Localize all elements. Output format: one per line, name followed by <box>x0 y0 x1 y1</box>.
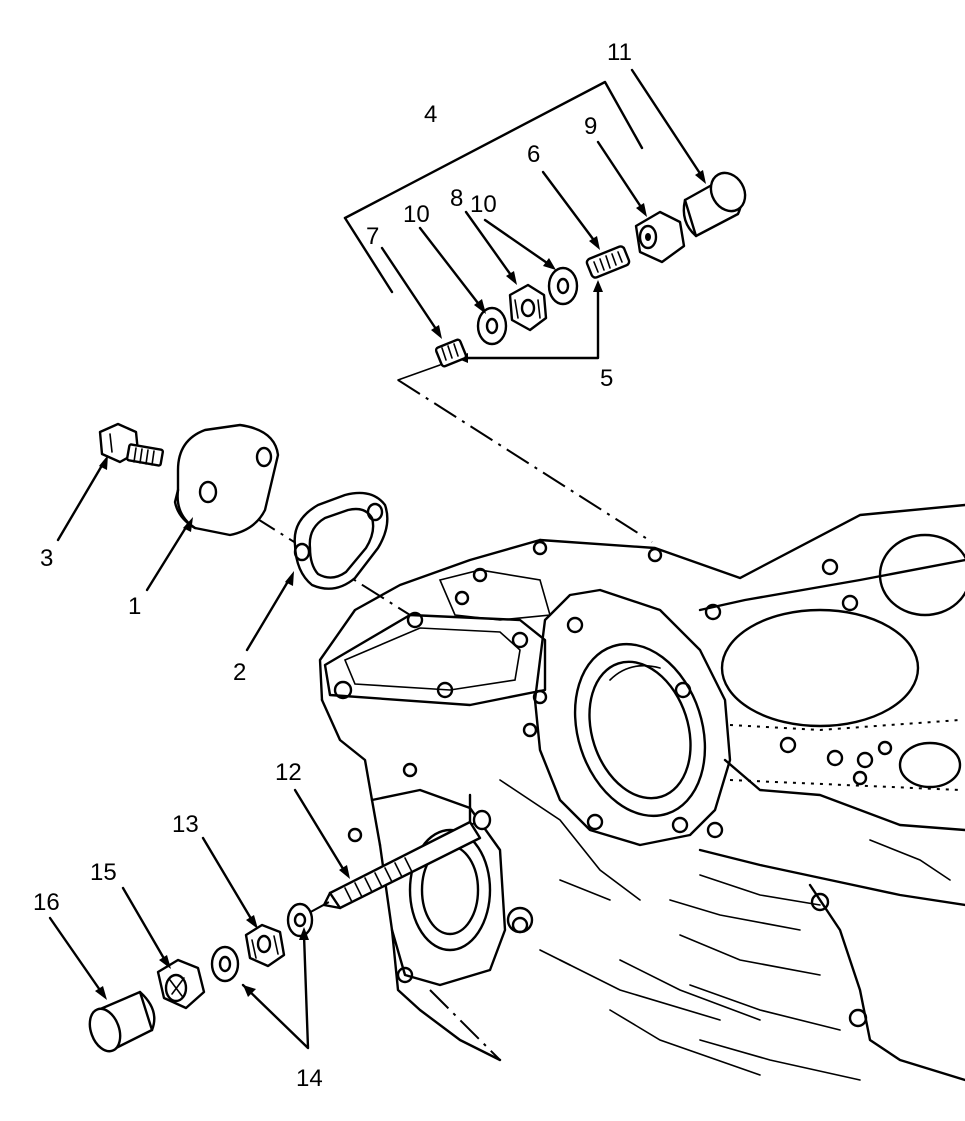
callout-14: 14 <box>296 1065 323 1092</box>
leader-lines <box>48 68 706 1000</box>
callout-10-left: 10 <box>403 201 430 228</box>
stud-part-6 <box>585 245 631 279</box>
engine-block <box>318 503 965 1082</box>
washer-part-14a <box>286 902 314 938</box>
callout-12: 12 <box>275 759 302 786</box>
callout-2: 2 <box>233 659 246 686</box>
acorn-nut-part-15 <box>156 958 206 1010</box>
callout-9: 9 <box>584 113 597 140</box>
callout-5: 5 <box>600 365 613 392</box>
callout-labels: 1 2 3 4 5 6 7 8 9 10 10 11 12 13 14 15 1… <box>33 39 632 1092</box>
stud-part-12 <box>322 809 492 910</box>
callout-10-right: 10 <box>470 191 497 218</box>
cover-plate-part-1 <box>173 423 280 537</box>
stud-part-7 <box>434 338 468 368</box>
callout-1: 1 <box>128 593 141 620</box>
bolt-part-3 <box>98 422 165 467</box>
callout-13: 13 <box>172 811 199 838</box>
callout-7: 7 <box>366 223 379 250</box>
cap-part-11 <box>682 171 747 238</box>
hex-nut-part-8 <box>508 283 548 332</box>
lower-stud-assembly <box>88 809 492 1053</box>
group-bracket-4 <box>343 80 644 220</box>
cap-part-16 <box>88 990 156 1053</box>
group-bracket-5 <box>454 286 600 360</box>
group-bracket-14 <box>241 933 310 1050</box>
callout-4: 4 <box>424 101 437 128</box>
washer-part-10b <box>547 266 579 306</box>
washer-part-10a <box>476 306 508 346</box>
cover-assembly <box>98 422 389 590</box>
callout-15: 15 <box>90 859 117 886</box>
stud-assembly <box>343 80 747 368</box>
callout-8: 8 <box>450 185 463 212</box>
acorn-nut-part-9 <box>634 210 686 264</box>
callout-16: 16 <box>33 889 60 916</box>
gasket-part-2 <box>293 491 389 590</box>
callout-6: 6 <box>527 141 540 168</box>
hex-nut-part-13 <box>244 923 286 968</box>
washer-part-14b <box>210 945 240 983</box>
callout-3: 3 <box>40 545 53 572</box>
callout-11: 11 <box>607 39 632 66</box>
